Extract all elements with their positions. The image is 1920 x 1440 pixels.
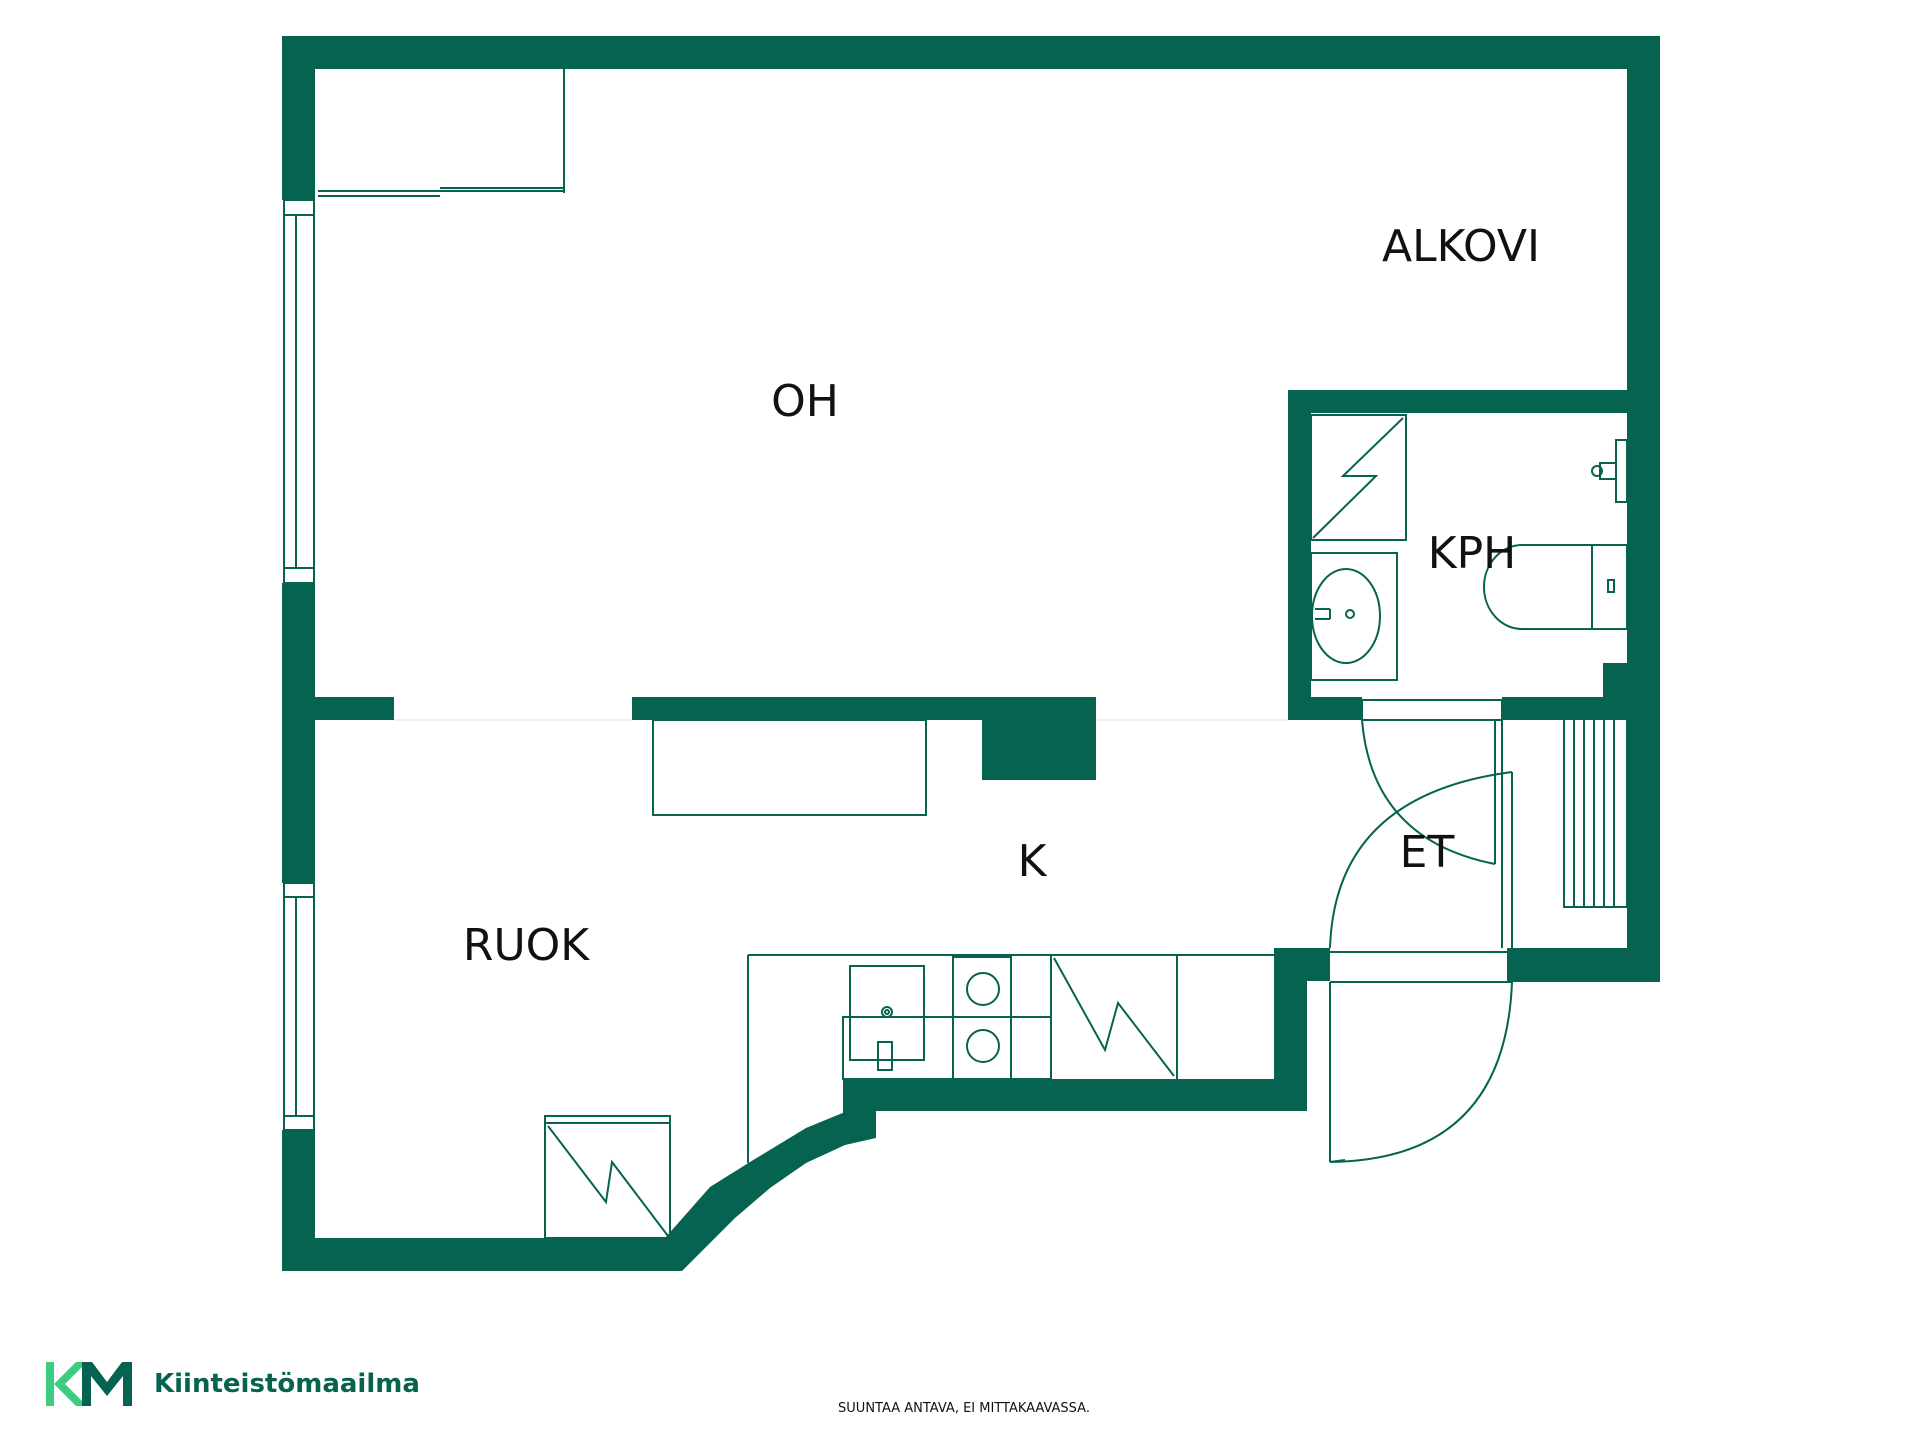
wall-divider-left — [315, 697, 394, 720]
kitchen-upper-cabinet — [652, 719, 927, 816]
wall-bath-corner — [1603, 663, 1627, 697]
wall-bath-top — [1288, 390, 1627, 413]
wall-kitchen-corner — [843, 1079, 876, 1138]
wall-kitchen-bottom — [843, 1079, 1307, 1111]
wall-left-upper — [282, 36, 315, 200]
wall-right — [1627, 36, 1660, 982]
wall-divider-middle — [632, 697, 1096, 720]
window-upper — [283, 199, 315, 584]
wall-top — [282, 36, 1660, 69]
brand: Kiinteistömaailma — [46, 1362, 420, 1406]
room-label-alkovi: ALKOVI — [1382, 221, 1540, 272]
shower — [1310, 414, 1407, 541]
bathroom-door — [1361, 719, 1496, 865]
wardrobe — [318, 69, 565, 197]
brand-name: Kiinteistömaailma — [154, 1369, 420, 1399]
wall-bath-bottom-left — [1288, 697, 1362, 720]
window-lower — [283, 882, 315, 1131]
closet-door — [1329, 771, 1513, 949]
fridge — [544, 1115, 671, 1239]
front-door — [1329, 981, 1513, 1163]
room-label-et: ET — [1399, 827, 1455, 878]
toilet — [1483, 544, 1628, 630]
wall-entry-west-top — [1274, 948, 1330, 981]
bathroom-sink — [1310, 552, 1398, 681]
wall-bath-left — [1288, 390, 1311, 720]
room-label-ruok: RUOK — [462, 920, 590, 971]
km-logo-icon — [46, 1362, 132, 1406]
wall-bath-bottom-right — [1502, 697, 1627, 720]
room-label-k: K — [1017, 836, 1047, 887]
disclaimer: SUUNTAA ANTAVA, EI MITTAKAAVASSA. — [838, 1401, 1090, 1416]
kitchen-counter — [747, 954, 1274, 1163]
room-label-kph: KPH — [1427, 528, 1517, 579]
fixtures — [283, 69, 1628, 1239]
walls — [282, 36, 1660, 1271]
wall-curved — [665, 1105, 876, 1271]
wall-right-bottom — [1507, 948, 1660, 982]
entry-fixtures — [1330, 699, 1628, 983]
wall-left-middle — [282, 583, 315, 883]
wall-pillar — [982, 697, 1096, 780]
room-label-oh: OH — [771, 376, 839, 427]
shower-faucet — [1591, 439, 1628, 503]
wall-bottom-left — [282, 1238, 682, 1271]
